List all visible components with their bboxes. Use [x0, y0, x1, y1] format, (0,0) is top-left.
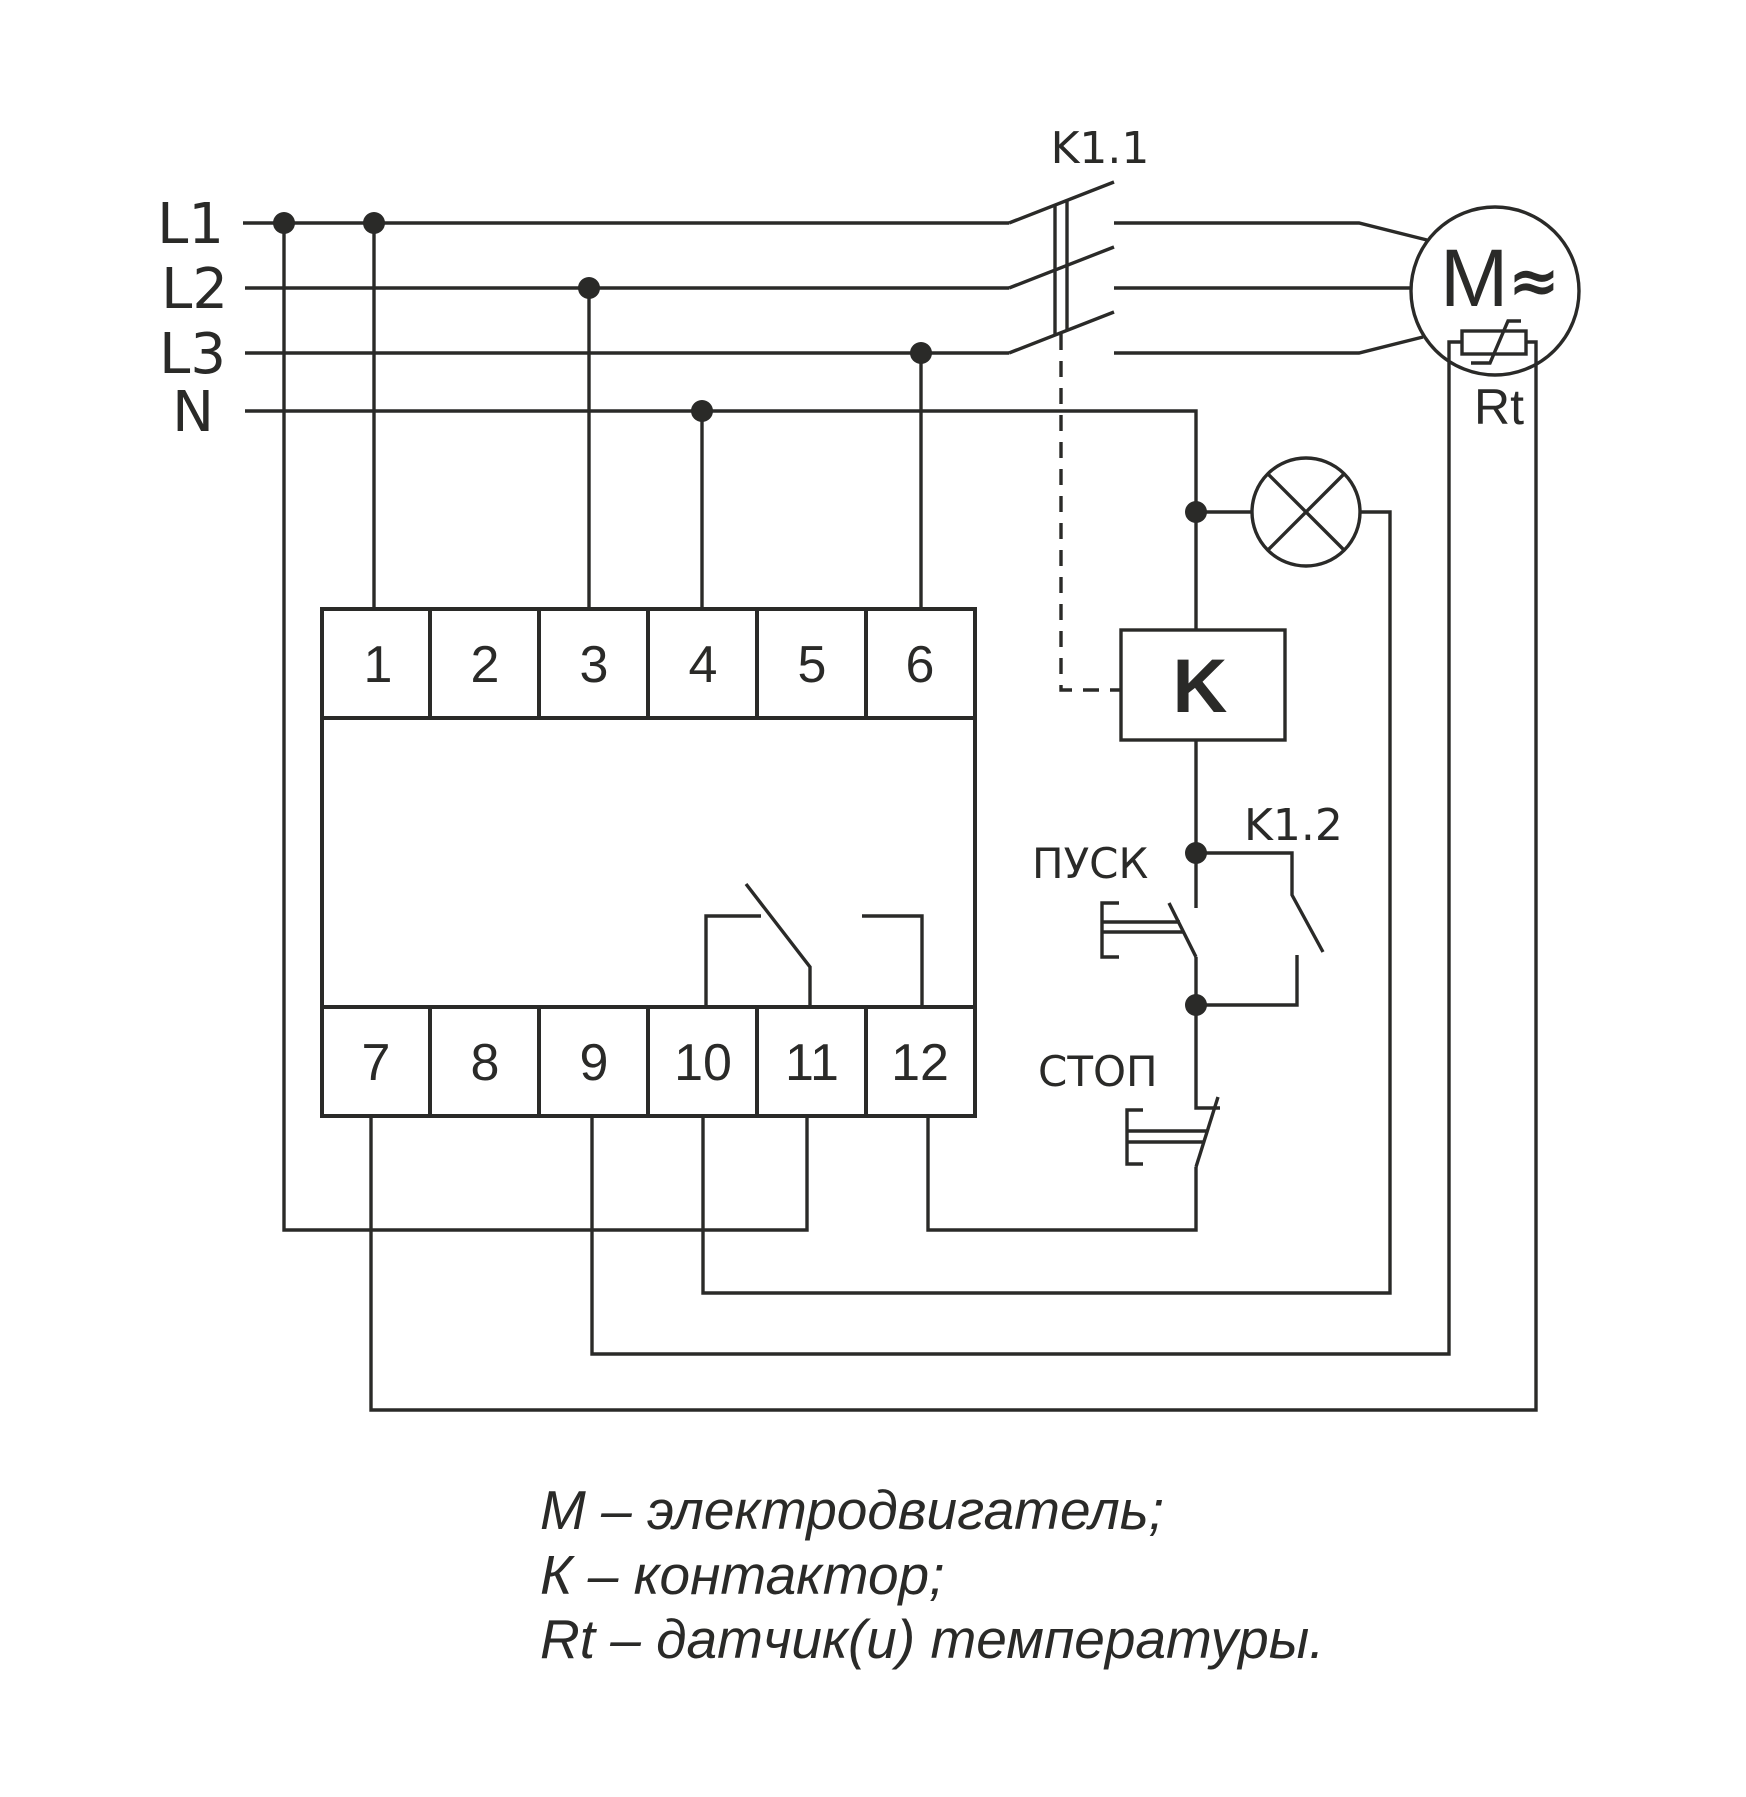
motor-wire-l3	[1114, 335, 1424, 355]
terminal-1-label: 1	[364, 636, 393, 694]
terminal-2-label: 2	[471, 636, 500, 694]
sensor-label: Rt	[1474, 379, 1524, 435]
terminal-6-label: 6	[906, 636, 935, 694]
bus-label-n: N	[172, 380, 214, 445]
k1-2-label: K1.2	[1244, 800, 1343, 851]
relay-bottom-cell-dividers	[428, 1007, 868, 1116]
relay-unit: 1 2 3 4 5 6 7 8 9 10 11 12	[320, 607, 977, 1118]
wire-terminal-12-to-stop	[926, 1116, 1198, 1232]
motor: M ≈ Rt	[1409, 205, 1581, 435]
motor-circle	[1409, 205, 1581, 377]
bus-line-n	[245, 409, 1198, 630]
contactor-main-contacts: K1.1	[1008, 123, 1428, 692]
relay-top-cell-dividers	[428, 609, 868, 718]
supply-buses	[243, 221, 1198, 630]
bus-label-l2: L2	[161, 257, 228, 322]
motor-wire-l1	[1114, 221, 1428, 242]
contact-blade-l2	[1008, 245, 1115, 290]
thermistor-slash	[1471, 319, 1521, 365]
motor-symbol: M	[1440, 233, 1508, 324]
mechanical-link-dashed	[1059, 334, 1121, 692]
contact-nc-terminal-10	[704, 914, 761, 1007]
k1-1-label: K1.1	[1051, 123, 1150, 174]
wire-terminal-10-to-lamp	[701, 510, 1392, 1295]
bus-label-l1: L1	[157, 192, 224, 257]
control-circuit: K K1.2 ПУСК СТОП	[1032, 456, 1362, 1168]
wire-l1-to-terminal-11	[282, 223, 809, 1232]
contactor-coil-label: K	[1173, 644, 1228, 729]
terminal-10-label: 10	[674, 1034, 732, 1092]
terminal-12-label: 12	[891, 1034, 949, 1092]
relay-top-wires	[372, 223, 923, 609]
terminal-8-label: 8	[471, 1034, 500, 1092]
legend-item-sensor: Rt – датчик(и) температуры.	[540, 1608, 1324, 1670]
wire-terminal-7-to-sensor	[369, 340, 1538, 1412]
relay-output-contact	[704, 882, 924, 1007]
contact-no-terminal-12	[862, 914, 924, 1007]
terminal-3-label: 3	[580, 636, 609, 694]
terminal-7-label: 7	[362, 1034, 391, 1092]
terminal-5-label: 5	[798, 636, 827, 694]
wire-terminal-9-to-sensor	[590, 340, 1462, 1356]
legend-item-motor: M – электродвигатель;	[540, 1479, 1164, 1541]
ac-symbol-icon: ≈	[1508, 244, 1560, 317]
aux-contact-k1-2-fixed	[1196, 955, 1299, 1007]
legend-item-contactor: К – контактор;	[540, 1544, 944, 1606]
indicator-lamp-icon	[1250, 456, 1362, 568]
start-button-label: ПУСК	[1032, 839, 1148, 888]
contact-common-terminal-11	[744, 882, 812, 1007]
contactor-coil	[1119, 628, 1287, 742]
contact-blade-l3	[1008, 310, 1115, 355]
terminal-9-label: 9	[580, 1034, 609, 1092]
legend: M – электродвигатель; К – контактор; Rt …	[540, 1479, 1324, 1670]
stop-button-label: СТОП	[1038, 1047, 1158, 1096]
aux-contact-k1-2	[1196, 851, 1325, 953]
bus-label-l3: L3	[159, 322, 226, 387]
terminal-11-label: 11	[785, 1034, 839, 1092]
start-button-icon	[1100, 901, 1198, 1005]
stop-button-icon	[1125, 1005, 1220, 1168]
bus-junctions	[273, 212, 932, 422]
contact-blade-l1	[1008, 180, 1115, 225]
terminal-4-label: 4	[689, 636, 718, 694]
